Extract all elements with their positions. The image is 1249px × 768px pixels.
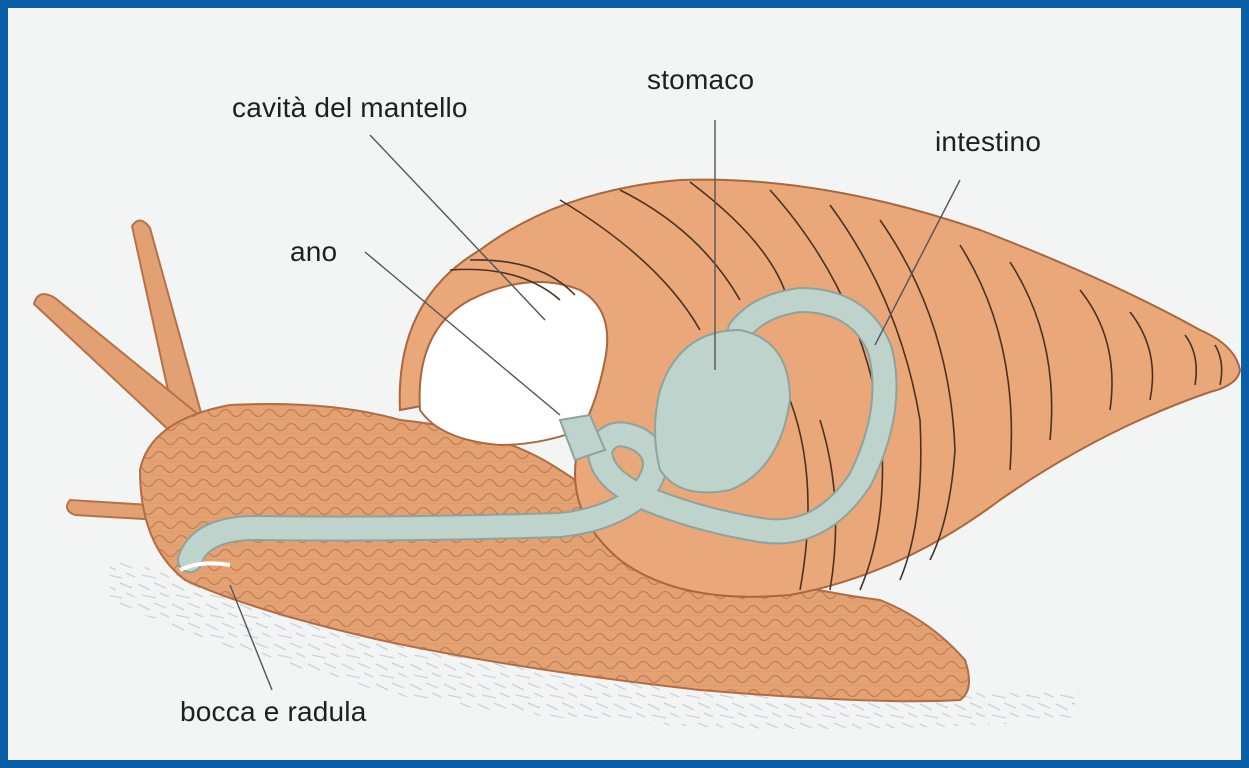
- snail-anatomy-svg: [8, 8, 1241, 760]
- label-mouth-radula: bocca e radula: [180, 696, 366, 728]
- label-stomach: stomaco: [647, 64, 754, 96]
- label-intestine: intestino: [935, 126, 1041, 158]
- label-mantle-cavity: cavità del mantello: [232, 92, 468, 124]
- diagram-frame: stomaco cavità del mantello intestino an…: [8, 8, 1241, 760]
- label-anus: ano: [290, 236, 337, 268]
